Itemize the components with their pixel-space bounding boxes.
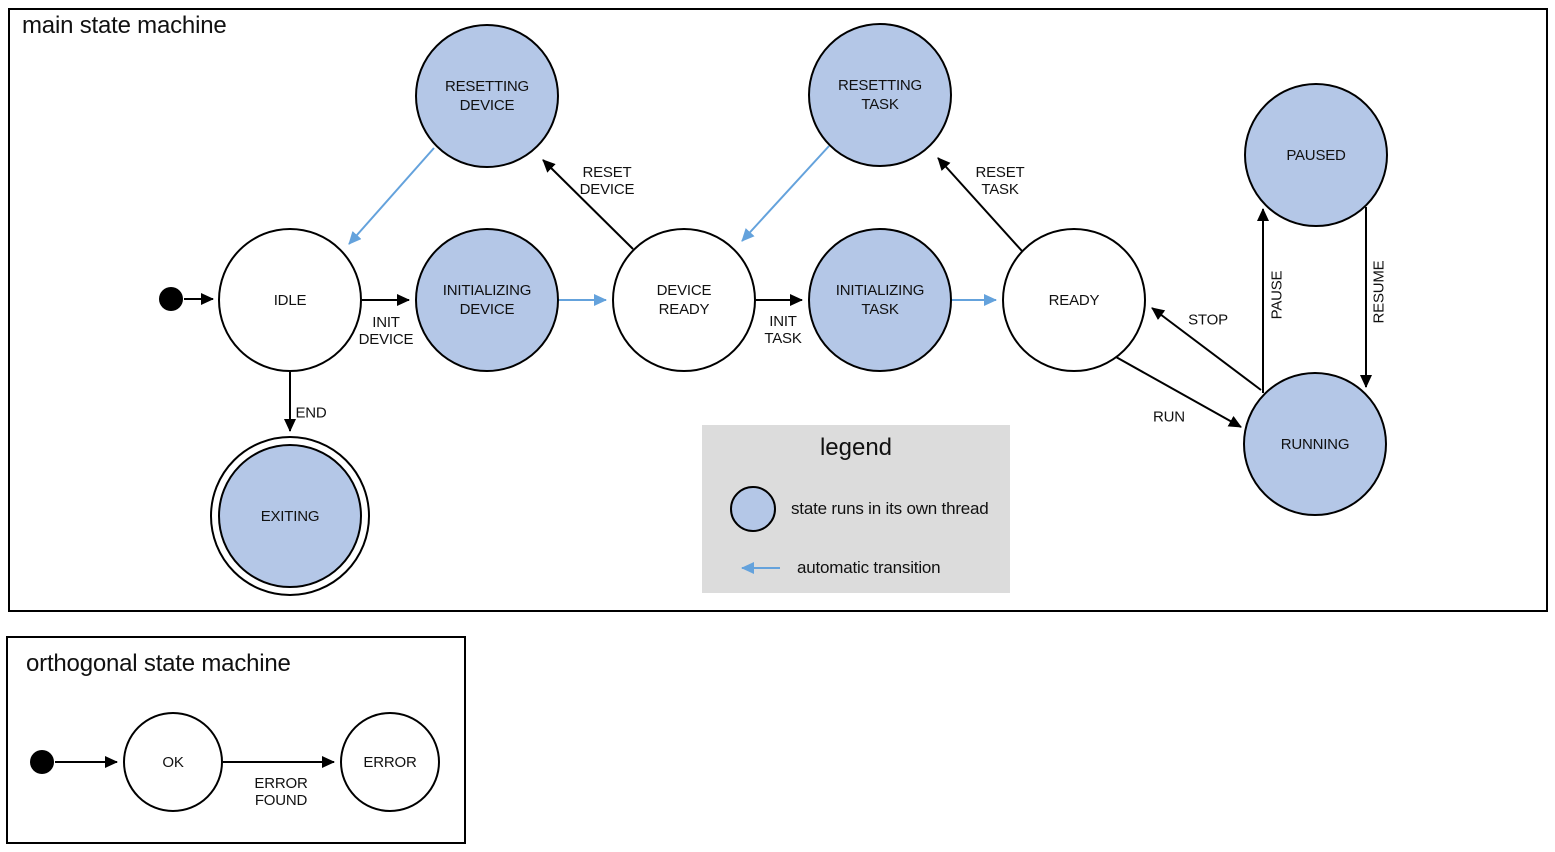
transition-label-reset-device: RESET DEVICE: [579, 164, 635, 198]
state-label: OK: [162, 753, 184, 771]
legend-thread-row: state runs in its own thread: [730, 486, 989, 532]
state-label: TASK: [861, 96, 899, 113]
automatic-transition-sample-icon: [741, 562, 780, 574]
state-paused: PAUSED: [1244, 83, 1388, 227]
state-label: DEVICE: [656, 282, 712, 299]
main-panel-title: main state machine: [22, 12, 227, 39]
state-label: PAUSED: [1286, 146, 1346, 164]
state-device-ready: DEVICE READY: [612, 228, 756, 372]
state-ok: OK: [123, 712, 223, 812]
legend-box: legend state runs in its own thread auto…: [702, 425, 1010, 593]
state-resetting-device: RESETTING DEVICE: [415, 24, 559, 168]
state-resetting-task: RESETTING TASK: [808, 23, 952, 167]
legend-auto-row: automatic transition: [730, 558, 941, 578]
transition-label-run: RUN: [1153, 408, 1185, 426]
legend-title: legend: [819, 434, 893, 461]
initial-state-dot-main: [159, 287, 183, 311]
state-label: EXITING: [260, 507, 320, 525]
state-label: INITIALIZING: [835, 282, 925, 299]
transition-label-init-device: INIT DEVICE: [358, 314, 414, 348]
state-initializing-task: INITIALIZING TASK: [808, 228, 952, 372]
transition-label-reset-task: RESET TASK: [975, 164, 1025, 198]
transition-label-end: END: [295, 404, 327, 422]
state-label: INITIALIZING: [442, 282, 532, 299]
orthogonal-panel-title: orthogonal state machine: [26, 650, 291, 677]
transition-label-pause: PAUSE: [1268, 270, 1286, 320]
thread-state-sample-icon: [730, 486, 776, 532]
state-label: ERROR: [363, 753, 417, 771]
state-ready: READY: [1002, 228, 1146, 372]
transition-label-resume: RESUME: [1370, 260, 1388, 324]
state-label: RUNNING: [1280, 435, 1350, 453]
transition-label-init-task: INIT TASK: [764, 313, 802, 347]
state-label: DEVICE: [459, 97, 515, 114]
state-label: READY: [1048, 291, 1100, 309]
state-exiting: EXITING: [210, 436, 370, 596]
state-running: RUNNING: [1243, 372, 1387, 516]
state-exiting-inner-circle: EXITING: [218, 444, 362, 588]
legend-thread-label: state runs in its own thread: [791, 499, 989, 518]
state-label: DEVICE: [459, 301, 515, 318]
state-label: READY: [658, 301, 710, 318]
state-label: RESETTING: [837, 77, 923, 94]
state-label: RESETTING: [444, 78, 530, 95]
state-error: ERROR: [340, 712, 440, 812]
state-idle: IDLE: [218, 228, 362, 372]
state-label: IDLE: [273, 291, 307, 309]
transition-label-stop: STOP: [1188, 311, 1228, 329]
state-label: TASK: [861, 301, 899, 318]
orthogonal-state-machine-panel: [6, 636, 466, 844]
state-initializing-device: INITIALIZING DEVICE: [415, 228, 559, 372]
legend-auto-label: automatic transition: [797, 558, 941, 577]
transition-label-error-found: ERROR FOUND: [254, 775, 308, 809]
initial-state-dot-orthogonal: [30, 750, 54, 774]
main-state-machine-panel: [8, 8, 1548, 612]
